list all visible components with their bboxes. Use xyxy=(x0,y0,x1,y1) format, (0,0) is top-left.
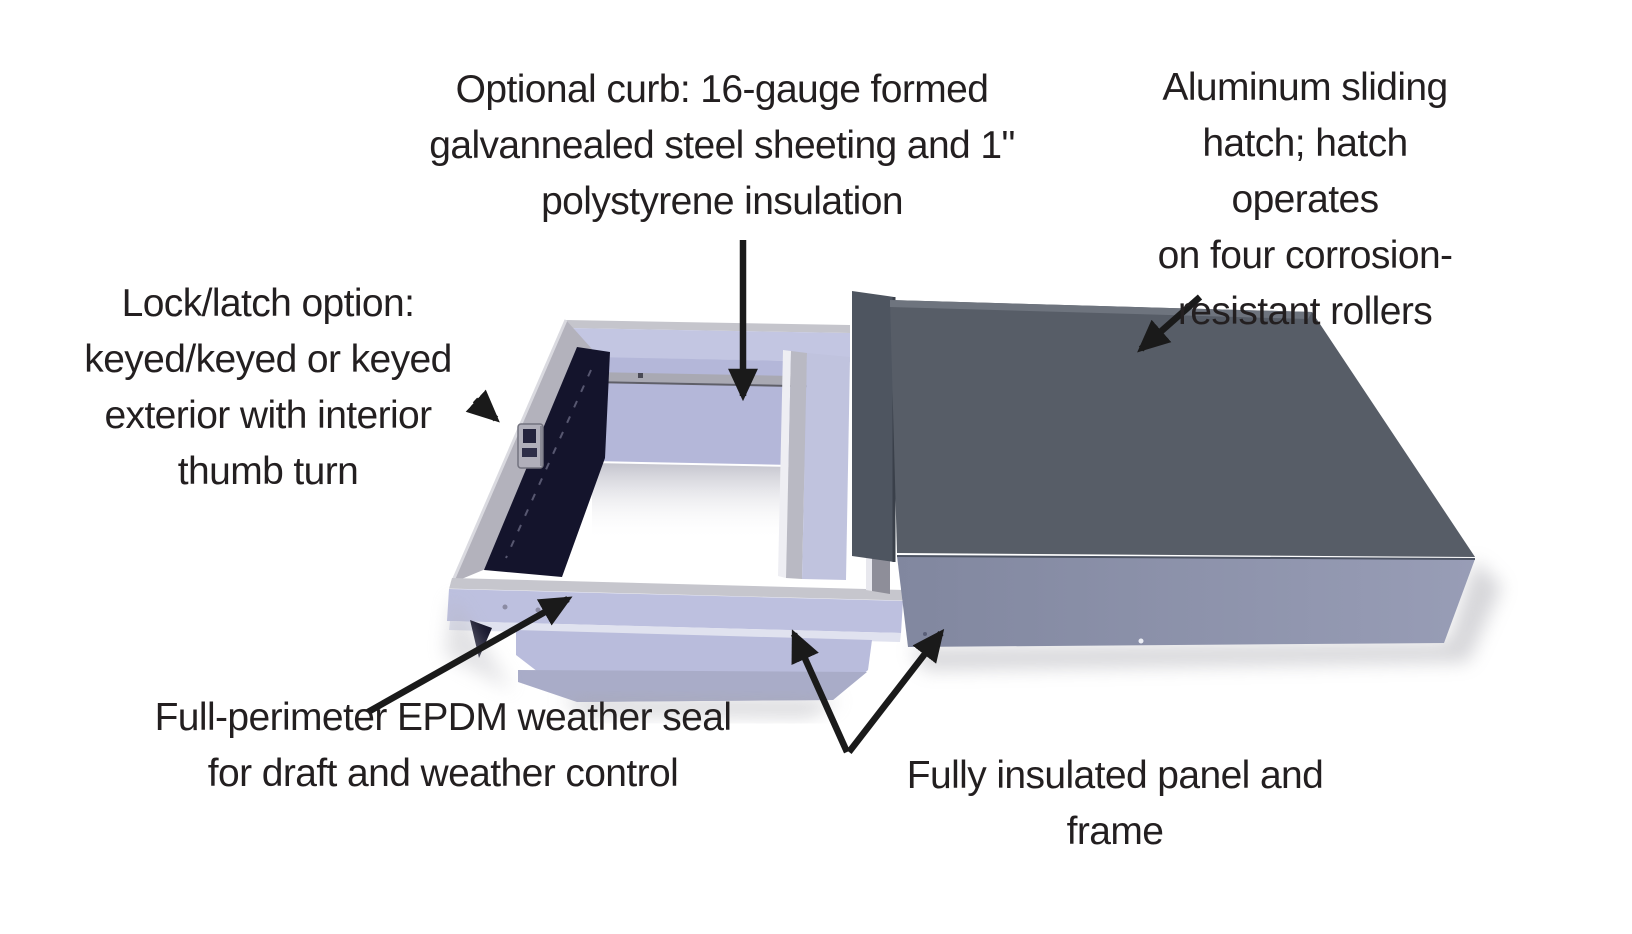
hatch-front-edge xyxy=(896,555,1476,560)
panel-speck xyxy=(923,632,927,636)
arrow-lock-latch xyxy=(465,389,500,423)
corner-shadow xyxy=(445,595,512,690)
panel-speck-light xyxy=(1138,638,1144,644)
arrow-weather-seal xyxy=(366,596,573,715)
front-rail-top xyxy=(449,578,905,601)
track-dot xyxy=(638,373,643,378)
right-rail-face xyxy=(802,353,850,580)
arrow-insulated-frame xyxy=(791,629,850,754)
callout-sliding-hatch: Aluminum sliding hatch; hatch operates o… xyxy=(1157,66,1453,333)
panel-shadow xyxy=(910,560,1502,670)
arrow-insulated-panel xyxy=(846,628,945,754)
hatch-top-surface xyxy=(890,300,1475,557)
hatch-side-strip xyxy=(852,291,894,562)
sliding-hatch-panel xyxy=(852,291,1476,647)
track-bar xyxy=(590,372,843,386)
left-rail-highlight xyxy=(450,319,568,584)
curb-dark-interior-wall xyxy=(484,347,610,577)
right-rail-highlight xyxy=(778,350,791,578)
front-rail-seam xyxy=(449,621,901,642)
callout-insulated-panel: Fully insulated panel and frame xyxy=(906,754,1324,853)
cast-shadows xyxy=(445,560,1502,716)
hatch-top-highlight xyxy=(890,300,1312,319)
skirt-shadow xyxy=(560,698,840,716)
interior-seam-line xyxy=(505,369,592,559)
callout-optional-curb: Optional curb: 16-gauge formed galvannea… xyxy=(429,68,1015,223)
hatch-front-face xyxy=(897,556,1475,647)
right-rail-gray xyxy=(786,351,807,579)
curb-back-rail-face xyxy=(566,328,850,362)
curb-skirt-shade xyxy=(518,670,867,702)
curb-back-rail-edge xyxy=(566,320,850,333)
callout-arrows xyxy=(366,240,1203,754)
arrow-sliding-hatch xyxy=(1137,294,1203,353)
callout-lock-latch: Lock/latch option: keyed/keyed or keyed … xyxy=(84,282,452,493)
curb-frame xyxy=(447,319,905,702)
corner-notch xyxy=(470,620,492,658)
lock-latch-hardware xyxy=(517,423,544,469)
rail-dot xyxy=(502,604,508,610)
callout-weather-seal: Full-perimeter EPDM weather seal for dra… xyxy=(154,696,732,795)
